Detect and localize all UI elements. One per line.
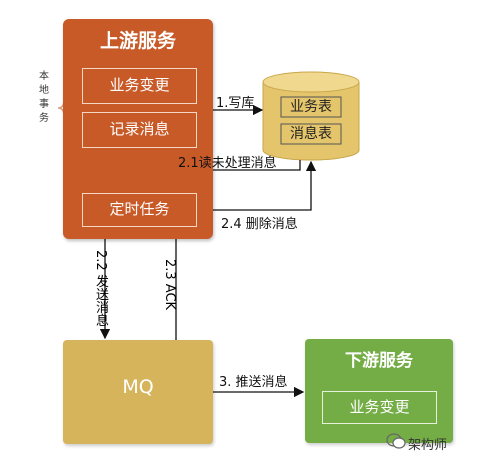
downstream-service-title: 下游服务 — [345, 351, 413, 371]
downstream-biz-change-box: 业务变更 — [322, 391, 437, 424]
biz-change-box: 业务变更 — [82, 68, 197, 104]
arrow-delete-msg — [197, 160, 317, 211]
wechat-icon — [386, 433, 406, 449]
label-delete-msg: 2.4 删除消息 — [221, 217, 298, 232]
timer-task-box: 定时任务 — [82, 193, 197, 227]
db-biz-table-box — [280, 96, 342, 118]
label-send-msg: 2.2 发送消息 — [93, 250, 108, 327]
db-msg-table-label: 消息表 — [290, 126, 332, 142]
watermark-text: 架构师 — [408, 438, 448, 453]
database-cylinder — [262, 71, 360, 161]
mq-label: MQ — [122, 376, 154, 398]
upstream-service-title: 上游服务 — [99, 30, 176, 52]
label-read-unprocessed: 2.1读未处理消息 — [178, 156, 277, 171]
db-msg-table-box — [280, 123, 342, 145]
label-push-msg: 3. 推送消息 — [219, 375, 288, 390]
label-ack: 2.3 ACK — [162, 259, 177, 311]
label-write-db: 1.写库 — [216, 96, 255, 111]
record-msg-box: 记录消息 — [82, 112, 197, 148]
mq-block — [63, 340, 213, 444]
db-biz-table-label: 业务表 — [290, 99, 332, 115]
local-tx-label: 本地事务 — [39, 71, 49, 124]
